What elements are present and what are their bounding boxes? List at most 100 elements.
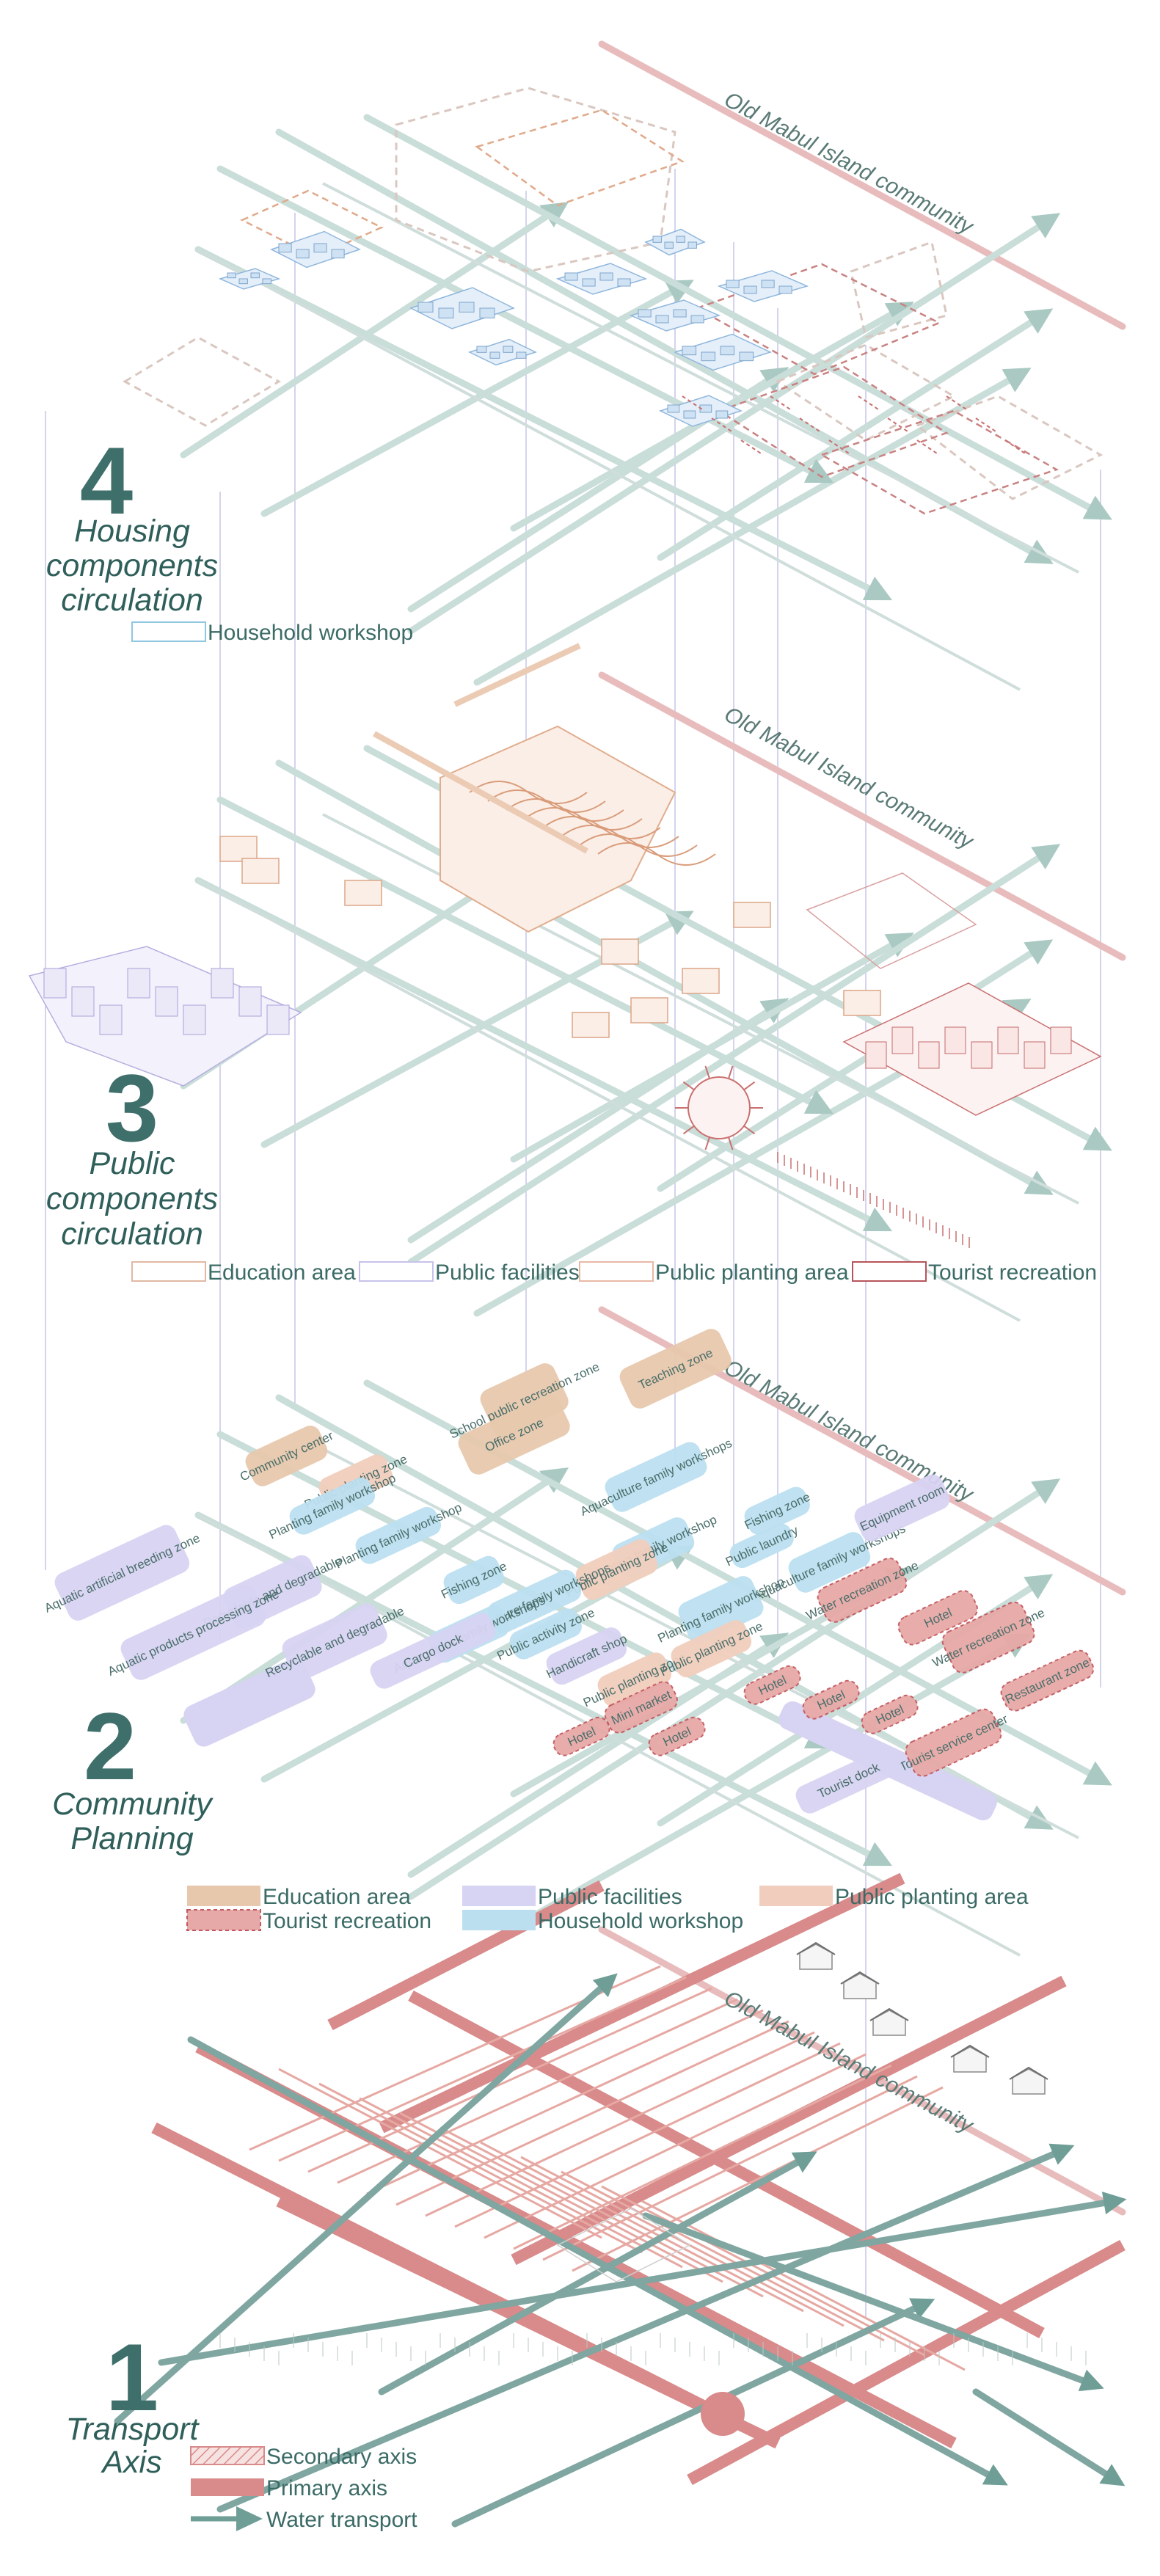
layer-1-legend: Secondary axis Primary axis Water transp…	[191, 2445, 417, 2532]
zone-tourist: Restaurant zone	[998, 1647, 1097, 1714]
layer-4-community-label: Old Mabul Island community	[721, 87, 978, 240]
legend-label-public-planting: Public planting area	[835, 1885, 1029, 1909]
house-unit	[480, 308, 495, 318]
planting-unit	[572, 1012, 609, 1037]
legend-swatch-public-facilities	[462, 1886, 536, 1906]
house-outline	[917, 396, 1101, 499]
zone-tourist: Hotel	[858, 1692, 921, 1737]
layer-3-title-line-2: components	[46, 1181, 218, 1216]
legend-label-household-workshop: Household workshop	[538, 1909, 743, 1933]
house-unit	[477, 346, 486, 352]
layer-1-title-line-2: Axis	[100, 2445, 161, 2480]
house-unit	[682, 346, 696, 355]
house-unit	[459, 302, 474, 312]
facility-unit	[100, 1005, 122, 1035]
layer-2-number: 2	[84, 1693, 136, 1800]
house-unit	[439, 308, 453, 318]
secondary-axis	[642, 2201, 965, 2370]
layer-4-housing-components	[125, 44, 1123, 690]
secondary-axis	[360, 2098, 682, 2267]
house-unit	[418, 302, 433, 312]
house-unit	[744, 286, 756, 293]
house-body	[873, 2010, 905, 2035]
house-unit	[251, 273, 259, 278]
house-unit	[674, 310, 686, 317]
house-unit	[314, 244, 327, 252]
legend-label-public-planting: Public planting area	[655, 1260, 849, 1285]
legend-label-secondary-axis: Secondary axis	[266, 2445, 417, 2469]
house-body	[844, 1974, 876, 1999]
house-unit	[565, 273, 577, 280]
planting-unit	[682, 968, 719, 993]
house-unit	[691, 315, 704, 323]
legend-swatch-primary-axis	[191, 2478, 264, 2496]
house-icon	[841, 1972, 879, 1999]
water-transport-arrow	[976, 2392, 1115, 2480]
house-icon	[1010, 2068, 1048, 2094]
legend-swatch-education	[187, 1886, 260, 1906]
tourist-unit	[945, 1027, 966, 1054]
walkway	[455, 646, 580, 704]
layer-3-title-line-1: Public	[89, 1146, 175, 1181]
layer-3-community-label: Old Mabul Island community	[721, 702, 978, 855]
legend-swatch-public-planting	[580, 1262, 653, 1281]
house-body	[1013, 2069, 1045, 2094]
house-unit	[779, 286, 792, 293]
house-unit	[740, 352, 754, 361]
facility-unit	[72, 987, 94, 1016]
house-icon	[797, 1943, 835, 1969]
house-unit	[490, 352, 500, 358]
house-unit	[665, 242, 673, 248]
tourist-plaza	[701, 2392, 745, 2436]
tourist-unit	[1024, 1042, 1045, 1068]
water-transport-arrow	[411, 1486, 1049, 1897]
facility-unit	[44, 968, 66, 998]
planting-unit	[602, 939, 638, 964]
tourist-unit	[919, 1042, 939, 1068]
house-unit	[279, 244, 291, 252]
layer-3-legend: Education area Public facilities Public …	[132, 1260, 1097, 1285]
layer-4-title-line-1: Housing	[74, 514, 190, 549]
planting-unit	[844, 990, 880, 1015]
water-transport-arrow	[455, 2304, 924, 2524]
legend-swatch-secondary-axis	[191, 2447, 264, 2464]
house-unit	[618, 279, 630, 286]
layer-3-title-line-3: circulation	[61, 1216, 203, 1252]
house-unit	[684, 411, 696, 418]
facility-unit	[128, 968, 150, 998]
planting-unit	[345, 880, 382, 905]
tourist-plaza	[688, 1077, 750, 1139]
house-unit	[676, 236, 685, 242]
planting-unit	[631, 998, 668, 1023]
house-outline	[125, 337, 279, 426]
legend-swatch-public-planting	[759, 1886, 833, 1906]
water-transport-arrow	[191, 2040, 998, 2480]
house-unit	[517, 352, 526, 358]
house-body	[800, 1944, 832, 1969]
education-complex	[440, 726, 675, 932]
layer-1-title: 1 Transport Axis	[66, 2324, 200, 2480]
layer-1-community-label: Old Mabul Island community	[721, 1986, 978, 2139]
arrow-icon	[236, 2506, 263, 2531]
legend-label-education: Education area	[263, 1885, 411, 1909]
path-mark	[917, 440, 939, 455]
legend-label-primary-axis: Primary axis	[266, 2476, 387, 2500]
layer-4-title: 4 Housing components circulation	[46, 427, 218, 618]
house-outline	[851, 242, 946, 337]
legend-label-tourist-recreation: Tourist recreation	[928, 1260, 1097, 1285]
house-unit	[656, 315, 668, 323]
planting-unit	[220, 836, 257, 861]
tourist-unit	[1051, 1027, 1071, 1054]
house-unit	[721, 346, 734, 355]
zone-workshop: Aquaculture family workshops	[573, 1426, 739, 1529]
tourist-pier	[729, 1066, 733, 1079]
layer-2-title-line-1: Community	[52, 1787, 214, 1822]
house-icon	[870, 2009, 908, 2035]
house-unit	[583, 279, 595, 286]
zone-label: Aquatic products processing zone	[106, 1587, 281, 1679]
layer-2-legend: Education area Public facilities Public …	[187, 1885, 1029, 1933]
tourist-unit	[971, 1042, 992, 1068]
legend-label-tourist-recreation: Tourist recreation	[263, 1909, 431, 1933]
